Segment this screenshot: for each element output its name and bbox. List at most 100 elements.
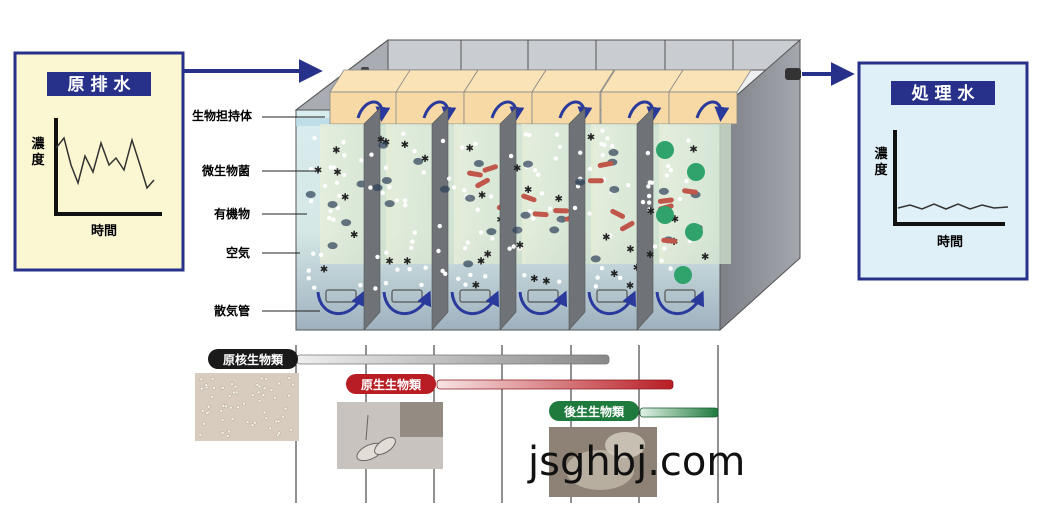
microbe [522,160,533,168]
tank-cells: ✱✱✱✱✱✱✱✱✱✱✱✱✱✱✱✱✱✱✱✱✱✱✱✱✱✱✱✱✱✱✱✱✱✱✱✱ [305,69,752,331]
metazoan [656,206,674,224]
prokaryote-micrograph [195,373,299,441]
organism-bar-protist: 原生生物類 [346,374,674,394]
air-bubble [475,207,480,213]
organic-particle: ✱ [689,145,697,156]
organic-particle: ✱ [524,185,532,196]
air-bubble [600,152,605,158]
raw-water-title: 原 排 水 [68,74,132,95]
raw-water-panel: 原 排 水 濃度 時間 [13,51,185,272]
air-bubble [578,150,583,155]
air-bubble [462,246,468,251]
bacterium [200,408,205,413]
air-bubble [647,180,652,185]
bacterium [287,393,292,398]
air-bubble [539,191,545,196]
air-bubble [511,244,516,249]
bacterium [230,417,235,421]
tank-cell: ✱✱✱✱✱✱ [568,69,684,331]
organic-particle: ✱ [671,214,679,225]
organic-particle: ✱ [332,146,340,157]
air-bubble [488,194,494,199]
microbe [327,242,338,250]
air-bubble [523,132,529,137]
bacterium [236,405,240,409]
air-bubble [607,233,613,238]
raw-water-y-axis-label: 濃度 [31,136,45,168]
air-bubble [328,208,333,214]
microbe [413,157,424,165]
bacterium [276,419,281,424]
air-bubble [359,158,364,163]
air-bubble [662,246,667,251]
air-label: 空気 [226,245,250,260]
organic-particle: ✱ [477,256,485,267]
treated-water-title: 処 理 水 [911,83,976,104]
bacterium [205,411,210,415]
organic-particle: ✱ [610,269,618,280]
bacterium [204,383,209,388]
bacterium [268,426,272,431]
bacterium [281,414,285,419]
organic-particle: ✱ [484,249,492,260]
circulation-arrow [316,290,366,315]
air-bubble [626,182,631,188]
bacterium [291,382,295,387]
microbe [658,187,669,195]
microbe [486,228,497,236]
microbe [439,185,450,193]
organic-particle: ✱ [626,281,634,292]
protist [619,220,635,232]
treated-water-axes [893,130,1005,226]
air-bubble [507,246,512,251]
bacterium [206,404,211,409]
microbe [575,178,586,186]
bacterium [227,394,232,399]
prokaryote-label: 原核生物類 [223,352,284,367]
organic-particle: ✱ [626,245,634,256]
air-bubble [451,185,457,190]
air-bubble [463,282,468,287]
air-bubble [478,230,484,235]
air-bubble [483,274,488,279]
air-bubble [423,265,428,270]
circulation-arrow [655,290,705,315]
metazoan [674,266,692,284]
air-bubble [557,144,563,149]
organism-bar-prokaryote: 原核生物類 [208,349,610,369]
organic-particle: ✱ [350,230,358,241]
air-bubble [412,230,418,235]
air-bubble [308,166,314,172]
air-bubble [335,205,340,211]
air-bubble [312,285,317,290]
raw-water-axes [54,118,162,216]
partition-plate [568,107,586,331]
bacterium [262,410,267,415]
bacterium [198,432,203,437]
microbe [512,226,523,234]
air-bubble [440,268,445,274]
air-bubble [358,282,363,288]
air-bubble [419,282,424,288]
raw-water-trace [55,136,155,190]
bacterium [227,429,232,434]
microbe [609,185,620,193]
treated-water-x-label: 時間 [937,234,963,250]
air-bubble [331,217,336,222]
metazoa-label: 後生生物類 [564,404,625,419]
air-bubble [686,138,691,143]
organic-label: 有機物 [214,206,250,221]
organic-particle: ✱ [701,252,709,263]
microbe [327,200,338,208]
bacterium [277,431,281,436]
air-bubble [341,140,346,145]
air-bubble [595,275,600,280]
air-bubble [387,184,392,190]
air-bubble [407,266,412,272]
bacterium [257,384,262,389]
metazoan [687,163,705,181]
carrier-top [531,69,615,93]
air-bubble [401,131,406,137]
air-bubble [312,135,317,141]
air-bubble [465,240,471,245]
